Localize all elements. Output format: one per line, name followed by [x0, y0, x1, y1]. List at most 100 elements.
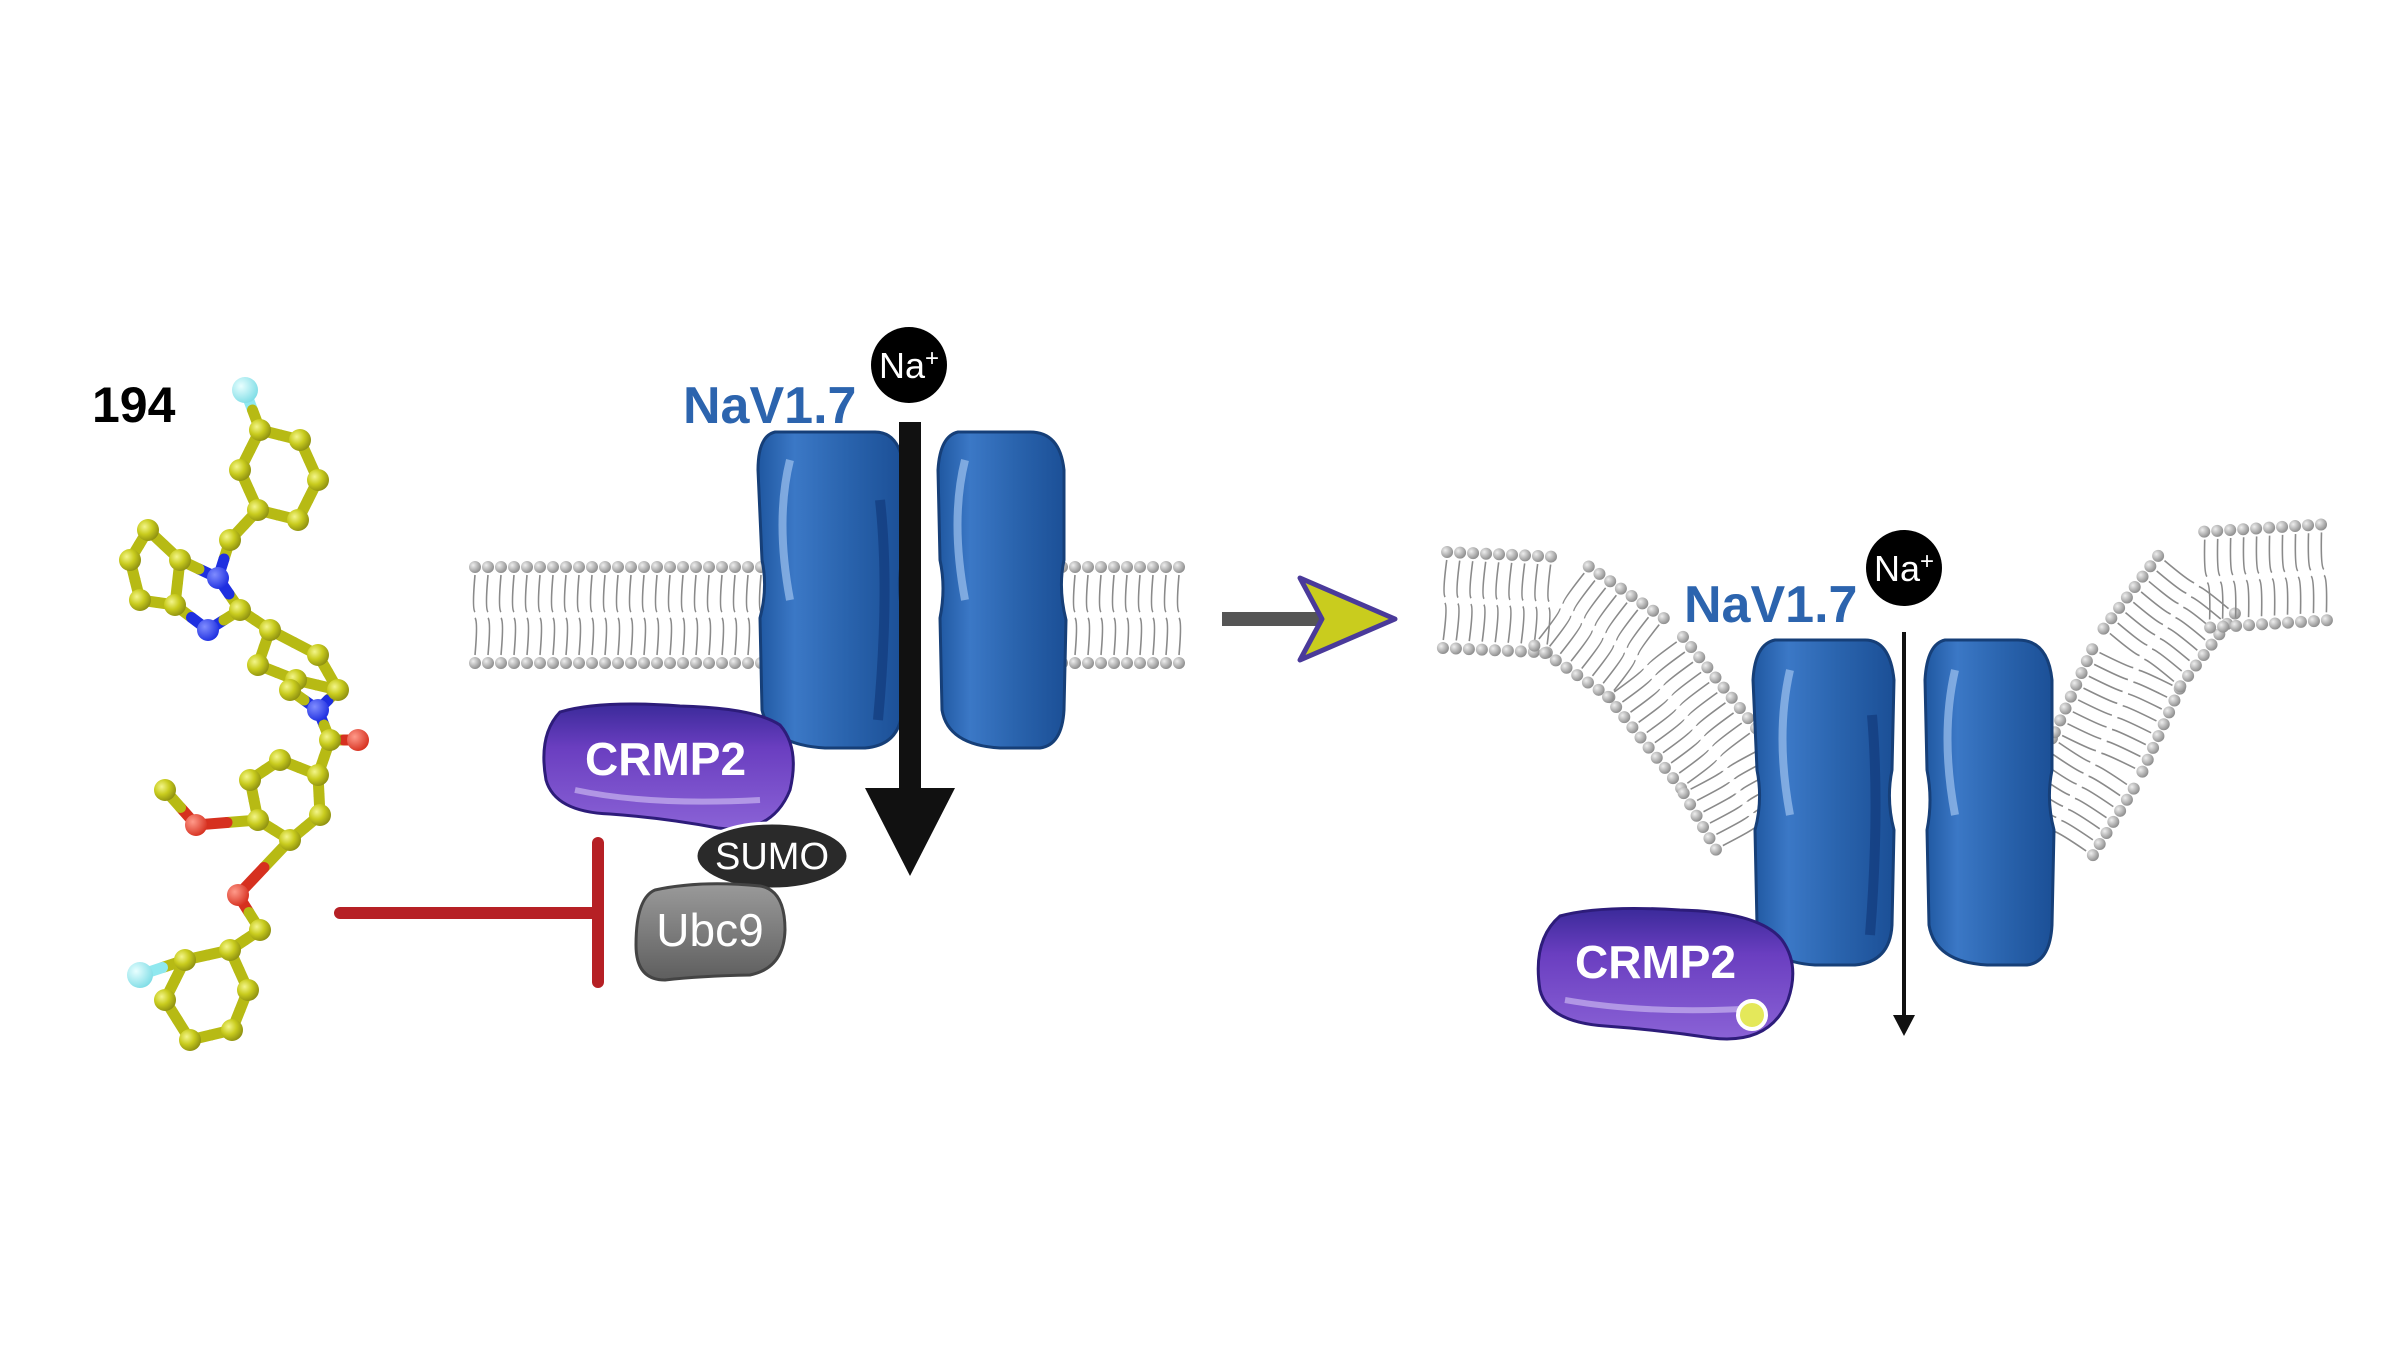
lipid-head — [612, 657, 624, 669]
left-panel: NaV1.7 Na+ CRMP2 SUMO — [469, 327, 1185, 982]
lipid-head — [1108, 561, 1120, 573]
lipid-head — [573, 657, 585, 669]
lipid-head — [534, 561, 546, 573]
lipid-head — [729, 561, 741, 573]
atom-c — [279, 829, 301, 851]
atom-c — [169, 549, 191, 571]
atom-n — [197, 619, 219, 641]
lipid-head — [1685, 641, 1698, 654]
lipid-head — [742, 561, 754, 573]
lipid-head — [1618, 711, 1631, 724]
lipid-head — [1449, 642, 1462, 655]
phospho-marker — [1736, 999, 1768, 1031]
atom-f — [127, 962, 153, 988]
lipid-head — [2182, 669, 2195, 682]
lipid-head — [1581, 676, 1594, 689]
atom-o — [185, 814, 207, 836]
lipid-head — [1634, 731, 1647, 744]
lipid-head — [2097, 622, 2110, 635]
lipid-head — [2127, 782, 2140, 795]
lipid-head — [2070, 678, 2083, 691]
lipid-head — [2174, 680, 2187, 693]
lipid-head — [1560, 661, 1573, 674]
atom-c — [249, 919, 271, 941]
lipid-head — [742, 657, 754, 669]
ubc9-left: Ubc9 — [634, 882, 787, 982]
lipid-head — [1069, 561, 1081, 573]
membrane-curved — [1436, 518, 2333, 862]
lipid-head — [2080, 655, 2093, 668]
lipid-head — [2120, 793, 2133, 806]
lipid-head — [651, 561, 663, 573]
lipid-head — [1121, 561, 1133, 573]
lipid-head — [1650, 751, 1663, 764]
lipid-head — [2198, 525, 2211, 538]
lipid-head — [625, 561, 637, 573]
lipid-head — [2243, 619, 2256, 632]
lipid-head — [1095, 561, 1107, 573]
lipid-head — [1571, 669, 1584, 682]
ubc9-label: Ubc9 — [656, 904, 763, 956]
lipid-head — [2093, 838, 2106, 851]
lipid-head — [482, 561, 494, 573]
lipid-head — [612, 561, 624, 573]
lipid-head — [573, 561, 585, 573]
atom-f — [232, 377, 258, 403]
lipid-head — [495, 657, 507, 669]
lipid-head — [1519, 549, 1532, 562]
atom-c — [174, 949, 196, 971]
lipid-head — [1693, 651, 1706, 664]
lipid-head — [2086, 643, 2099, 656]
lipid-head — [2141, 753, 2154, 766]
lipid-head — [2086, 849, 2099, 862]
lipid-head — [469, 561, 481, 573]
lipid-head — [2163, 706, 2176, 719]
lipid-head — [521, 561, 533, 573]
lipid-head — [1658, 761, 1671, 774]
lipid-head — [2157, 718, 2170, 731]
lipid-head — [2315, 518, 2328, 531]
svg-text:Na+: Na+ — [1874, 548, 1934, 589]
lipid-head — [547, 561, 559, 573]
lipid-head — [1501, 644, 1514, 657]
lipid-head — [2107, 815, 2120, 828]
channel-label-left: NaV1.7 — [683, 377, 856, 435]
lipid-head — [1173, 657, 1185, 669]
sumo-shape — [694, 821, 850, 891]
lipid-head — [1493, 548, 1506, 561]
atom-c — [179, 1029, 201, 1051]
lipid-head — [1647, 604, 1660, 617]
channel-subunit-left — [1751, 638, 1896, 967]
na-ion-sup: + — [1920, 548, 1934, 575]
lipid-head — [1160, 561, 1172, 573]
lipid-head — [2189, 659, 2202, 672]
lipid-head — [586, 561, 598, 573]
atom-c — [269, 749, 291, 771]
lipid-head — [1626, 721, 1639, 734]
lipid-head — [2120, 591, 2133, 604]
lipid-head — [508, 561, 520, 573]
atom-c — [319, 729, 341, 751]
lipid-head — [1733, 701, 1746, 714]
lipid-head — [1108, 657, 1120, 669]
lipid-head — [677, 657, 689, 669]
lipid-head — [2256, 618, 2269, 631]
lipid-head — [1467, 547, 1480, 560]
lipid-head — [1539, 646, 1552, 659]
lipid-head — [729, 657, 741, 669]
lipid-head — [638, 657, 650, 669]
lipid-head — [2230, 619, 2243, 632]
lipid-head — [1147, 657, 1159, 669]
lipid-head — [1082, 561, 1094, 573]
atom-c — [154, 989, 176, 1011]
lipid-head — [2294, 615, 2307, 628]
lipid-head — [469, 657, 481, 669]
na-ion-left: Na+ — [871, 327, 947, 403]
lipid-head — [2114, 804, 2127, 817]
lipid-head — [1602, 690, 1615, 703]
lipid-head — [2100, 826, 2113, 839]
lipid-head — [1160, 657, 1172, 669]
na-ion-sup: + — [925, 345, 939, 372]
nav17-channel-right — [1751, 638, 2056, 967]
lipid-head — [2197, 649, 2210, 662]
